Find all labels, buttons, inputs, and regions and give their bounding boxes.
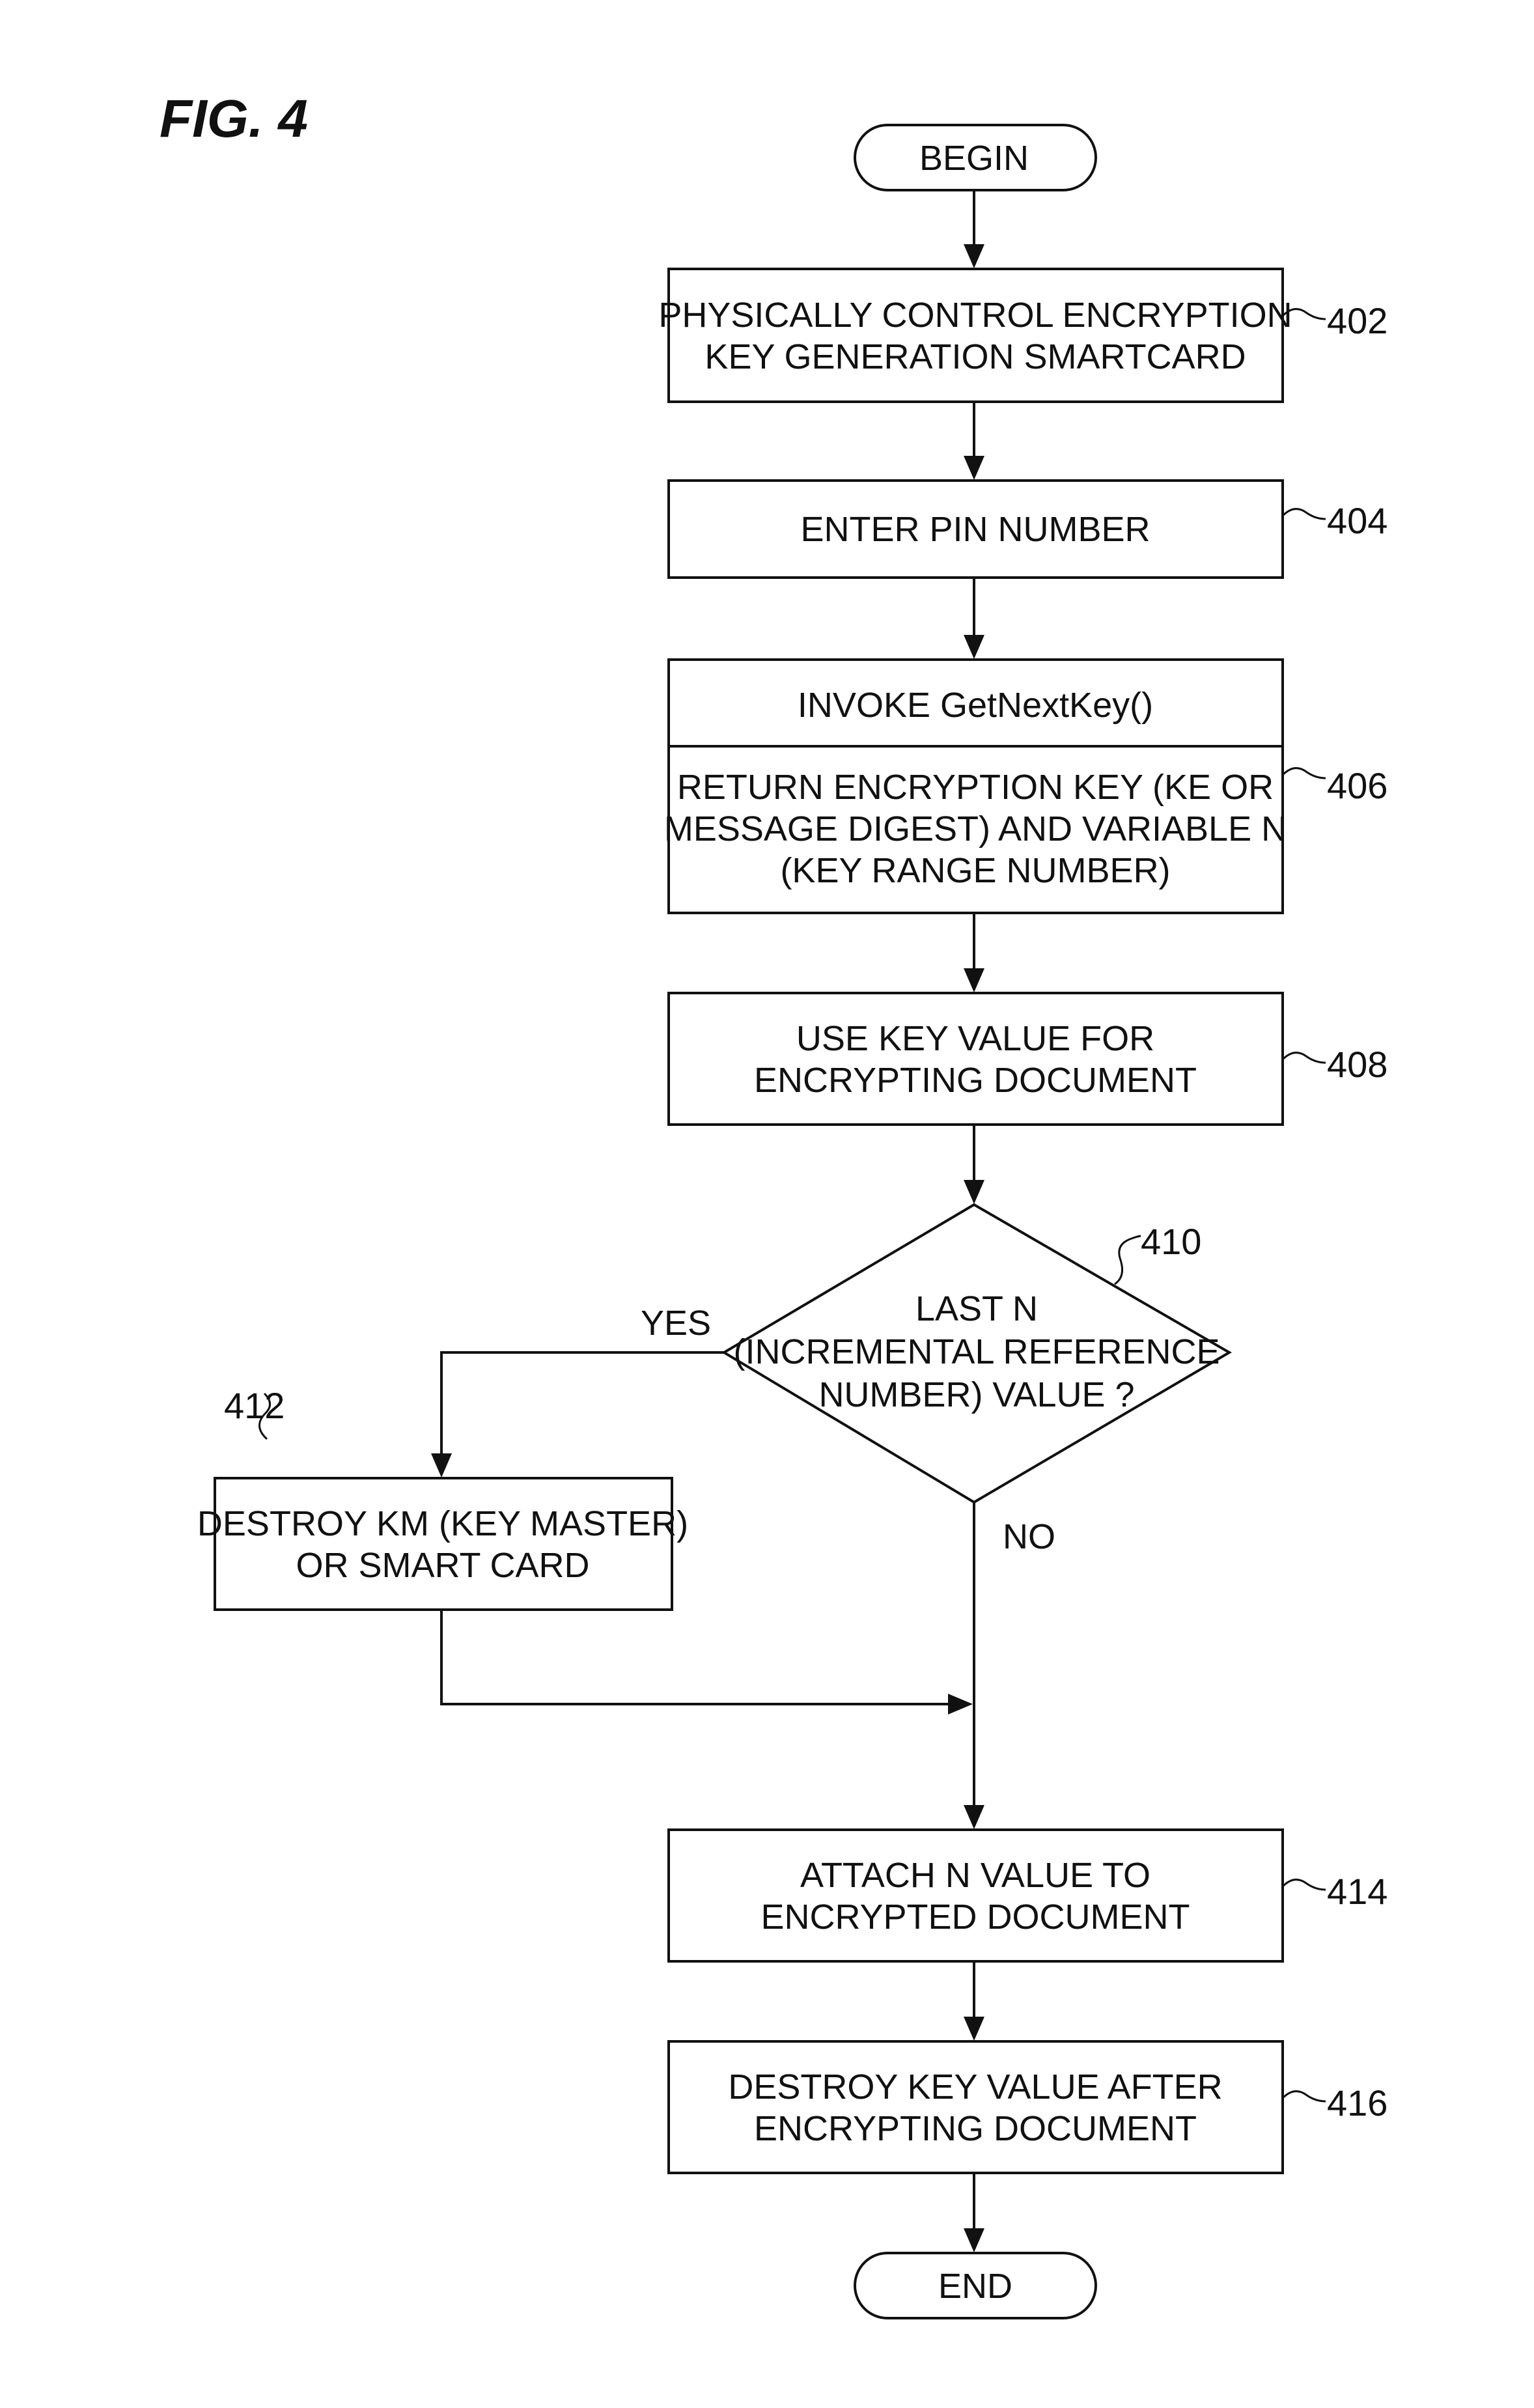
n406-text-line: RETURN ENCRYPTION KEY (KE OR: [677, 768, 1274, 807]
process-box: [667, 992, 1284, 1126]
process-box: [667, 479, 1284, 579]
end-text-line: END: [938, 2267, 1012, 2306]
ref-label-408: 408: [1327, 1044, 1388, 1085]
n406-header-lines-text: INVOKE GetNextKey(): [798, 686, 1153, 725]
arrowhead: [431, 1453, 452, 1477]
edge-label-no: NO: [1003, 1517, 1055, 1556]
process-box: [667, 1828, 1284, 1963]
begin-text-line: BEGIN: [919, 139, 1029, 178]
ref-label-412: 412: [224, 1385, 285, 1426]
arrowhead: [964, 968, 984, 992]
arrowhead: [948, 1694, 973, 1715]
n410-lines-text: LAST N (INCREMENTAL REFERENCE NUMBER) VALU…: [733, 1289, 1220, 1414]
reference-numerals: 402 404 406 408 410 412 414 416: [224, 300, 1388, 2123]
leader-line-410: [1114, 1235, 1141, 1285]
ref-label-416: 416: [1327, 2082, 1388, 2123]
terminator-shape: [854, 124, 1097, 191]
leader-line-402: [1281, 308, 1326, 320]
leader-line-408: [1281, 1052, 1326, 1064]
terminator-shape: [854, 2252, 1097, 2319]
ref-label-406: 406: [1327, 765, 1388, 806]
connector-412-merge: [440, 1610, 948, 1705]
connector-410-yes-412: [440, 1351, 724, 1453]
begin-terminator: BEGIN: [854, 124, 1097, 191]
arrowhead: [964, 2017, 984, 2041]
decision-410-last-n: LAST N (INCREMENTAL REFERENCE NUMBER) VALU…: [721, 1203, 1232, 1504]
arrowhead: [964, 456, 984, 480]
end-lines-text: END: [938, 2267, 1012, 2306]
ref-label-402: 402: [1327, 300, 1388, 341]
n412-text-line: DESTROY KM (KEY MASTER): [197, 1504, 688, 1543]
n410-text-line: (INCREMENTAL REFERENCE: [733, 1332, 1220, 1371]
leader-line-414: [1281, 1879, 1326, 1891]
n412-text-line: OR SMART CARD: [296, 1546, 589, 1585]
n416-text-line: DESTROY KEY VALUE AFTER: [728, 2067, 1222, 2107]
leader-line-416: [1281, 2090, 1326, 2103]
n406-text-line: INVOKE GetNextKey(): [798, 686, 1153, 725]
begin-lines-text: BEGIN: [919, 139, 1029, 178]
ref-label-414: 414: [1327, 1871, 1388, 1912]
n414-text-line: ATTACH N VALUE TO: [800, 1856, 1150, 1895]
n410-text-line: LAST N: [915, 1289, 1038, 1328]
process-box: [667, 268, 1284, 403]
step-404-enter-pin: ENTER PIN NUMBER: [667, 479, 1284, 579]
n404-lines-text: ENTER PIN NUMBER: [800, 510, 1150, 549]
leader-line-406: [1281, 767, 1326, 779]
decision-diamond: [721, 1203, 1232, 1504]
step-412-destroy-km: DESTROY KM (KEY MASTER)OR SMART CARD: [197, 1477, 688, 1611]
ref-label-410: 410: [1141, 1221, 1201, 1262]
leader-line-412: [258, 1392, 271, 1440]
ref-label-404: 404: [1327, 500, 1388, 541]
process-box: [214, 1477, 673, 1611]
leader-line-404: [1281, 508, 1326, 520]
n402-text-line: KEY GENERATION SMARTCARD: [704, 337, 1246, 376]
n414-text-line: ENCRYPTED DOCUMENT: [760, 1897, 1190, 1937]
n408-text-line: USE KEY VALUE FOR: [796, 1019, 1154, 1058]
n404-text-line: ENTER PIN NUMBER: [800, 510, 1150, 549]
process-box: [667, 658, 1284, 914]
n410-text-line: NUMBER) VALUE ?: [818, 1375, 1134, 1414]
n412-lines-text: DESTROY KM (KEY MASTER)OR SMART CARD: [197, 1504, 688, 1585]
step-406-invoke-getnextkey: INVOKE GetNextKey() RETURN ENCRYPTION KE…: [664, 658, 1287, 914]
arrowhead: [964, 1805, 984, 1829]
n406-text-line: MESSAGE DIGEST) AND VARIABLE N: [664, 809, 1287, 848]
n406-text-line: (KEY RANGE NUMBER): [780, 851, 1170, 890]
n408-text-line: ENCRYPTING DOCUMENT: [754, 1061, 1197, 1100]
process-box: [667, 2040, 1284, 2174]
figure-label: FIG. 4: [160, 89, 308, 148]
arrowhead: [964, 244, 984, 268]
n402-text-line: PHYSICALLY CONTROL ENCRYPTION: [658, 296, 1292, 335]
edge-label-yes: YES: [641, 1304, 711, 1343]
arrowhead: [964, 2228, 984, 2252]
n416-text-line: ENCRYPTING DOCUMENT: [754, 2109, 1197, 2148]
end-terminator: END: [854, 2252, 1097, 2319]
arrowhead: [964, 635, 984, 659]
flow-connectors: [431, 190, 984, 2252]
arrowhead: [964, 1180, 984, 1204]
